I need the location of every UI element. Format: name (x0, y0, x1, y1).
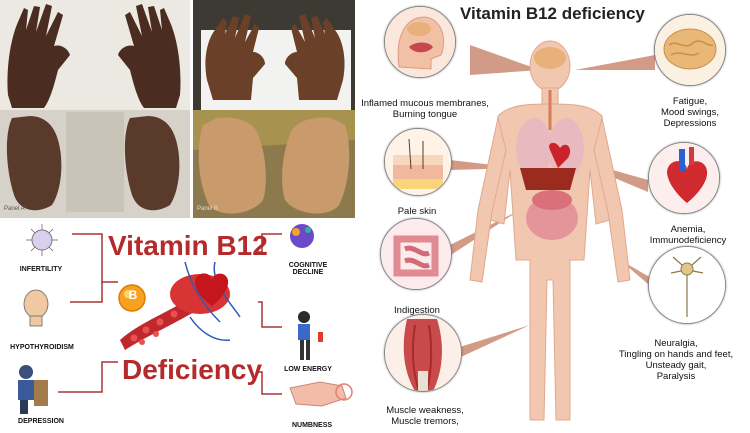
photo-panel-b: Panel B (193, 0, 355, 218)
infographic-graphics (18, 224, 353, 414)
muscle-circle (384, 314, 462, 392)
anatomy-title: Vitamin B12 deficiency (460, 4, 645, 23)
photo-panel-a: Panel A (0, 0, 190, 218)
heart-circle (648, 142, 720, 214)
panel-a-label: Panel A (4, 206, 25, 212)
infographic-title-top: Vitamin B12 (108, 230, 268, 261)
label-depression: DEPRESSION (18, 418, 64, 425)
b12-infographic: Vitamin B12 Deficiency B INFERTILITY HYP… (0, 222, 365, 433)
anatomy-body (440, 40, 655, 421)
label-nerve: Neuralgia, Tingling on hands and feet, U… (618, 338, 734, 382)
label-low-energy: LOW ENERGY (284, 366, 332, 373)
hands-feet-photo-a (0, 0, 190, 218)
skin-circle (384, 128, 452, 196)
label-mouth: Inflamed mucous membranes, Burning tongu… (361, 98, 489, 120)
nerve-circle (648, 246, 726, 324)
label-hypothyroidism: HYPOTHYROIDISM (10, 344, 74, 351)
b12-badge: B (128, 288, 138, 302)
label-heart: Anemia, Immunodeficiency (649, 224, 727, 246)
mouth-circle (384, 6, 456, 78)
label-infertility: INFERTILITY (19, 266, 63, 273)
intestine-circle (380, 218, 452, 290)
label-skin: Pale skin (397, 206, 437, 217)
label-cognitive-decline: COGNITIVE DECLINE (288, 262, 328, 276)
hands-feet-photo-b (193, 0, 355, 218)
anatomy-figure: Vitamin B12 deficiency (361, 0, 750, 433)
label-muscle: Muscle weakness, Muscle tremors, (386, 405, 464, 427)
label-brain: Fatigue, Mood swings, Depressions (660, 96, 720, 129)
label-intestine: Indigestion (394, 305, 440, 316)
infographic-title-bottom: Deficiency (122, 354, 263, 385)
label-numbness: NUMBNESS (291, 422, 333, 429)
brain-circle (654, 14, 726, 86)
panel-b-label: Panel B (197, 206, 219, 212)
